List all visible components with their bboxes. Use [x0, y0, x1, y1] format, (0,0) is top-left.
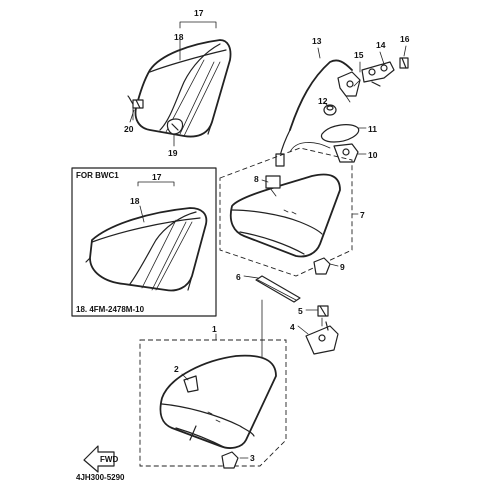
lock-bracket-14 — [361, 61, 395, 87]
callout-4: 4 — [290, 322, 295, 332]
callout-14: 14 — [376, 40, 386, 50]
spring-plate-11 — [320, 124, 360, 143]
callout-19: 19 — [168, 148, 178, 158]
callout-15: 15 — [354, 50, 364, 60]
lock-lever-15 — [337, 71, 361, 103]
callout-6: 6 — [236, 272, 241, 282]
collar-12 — [323, 104, 337, 116]
callout-16: 16 — [400, 34, 410, 44]
callout-11: 11 — [368, 124, 377, 134]
drawing-code: 4JH300-5290 — [76, 473, 125, 482]
inset-footer: 18. 4FM-2478M-10 — [76, 305, 145, 314]
inset-box — [71, 167, 217, 317]
bracket-4 — [305, 317, 339, 355]
inset-title: FOR BWC1 — [76, 171, 119, 180]
front-arrow-icon: FWD — [83, 445, 118, 473]
callout-1: 1 — [212, 324, 217, 334]
seat-lock-cable-13 — [275, 59, 353, 167]
callout-2: 2 — [174, 364, 179, 374]
callout-17: 17 — [194, 8, 204, 18]
callout-18-inset: 18 — [130, 196, 140, 206]
seat-1 — [159, 354, 277, 449]
nut-3 — [221, 451, 239, 469]
callout-20: 20 — [124, 124, 134, 134]
callout-9: 9 — [340, 262, 345, 272]
callout-17-inset: 17 — [152, 172, 162, 182]
callout-7: 7 — [360, 210, 365, 220]
seat-7-outline-box — [219, 147, 353, 277]
strip-6 — [255, 275, 301, 303]
callout-5: 5 — [298, 306, 303, 316]
bolt-5 — [317, 305, 329, 317]
inset-seat-cowl — [85, 207, 208, 292]
callout-13: 13 — [312, 36, 322, 46]
callout-12: 12 — [318, 96, 328, 106]
seat-7 — [229, 173, 341, 258]
nut-9 — [313, 257, 331, 275]
seat-cowl-clip-19 — [166, 118, 184, 147]
seat-cowl-bolt-20 — [132, 99, 144, 109]
callout-3: 3 — [250, 453, 255, 463]
callout-18: 18 — [174, 32, 184, 42]
bolt-16 — [399, 57, 409, 69]
leader-lines — [129, 45, 407, 459]
hook-10 — [333, 143, 359, 163]
front-arrow-label: FWD — [100, 455, 118, 464]
callout-10: 10 — [368, 150, 378, 160]
callout-8: 8 — [254, 174, 259, 184]
